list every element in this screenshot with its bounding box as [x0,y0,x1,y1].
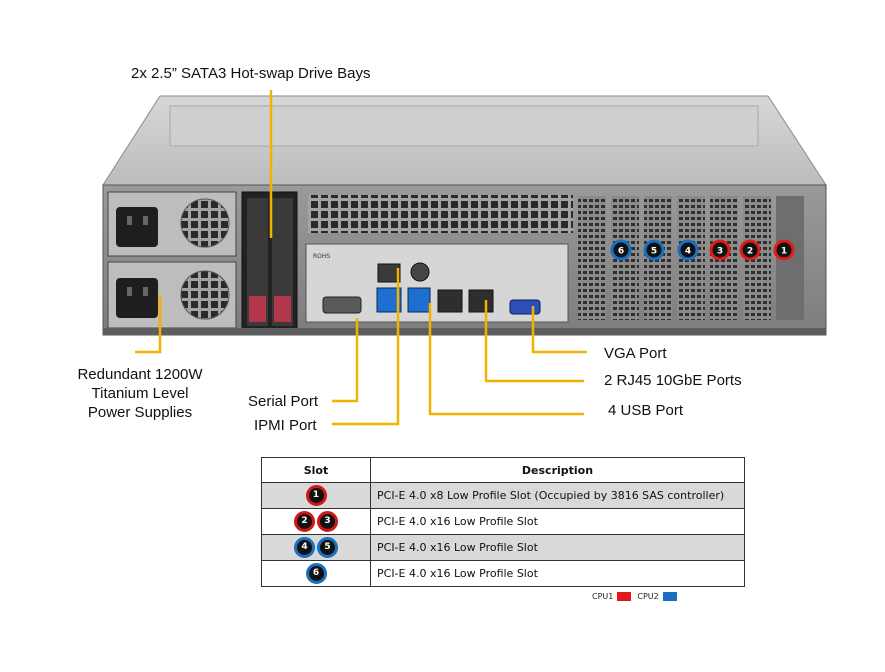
serial-port-callout: Serial Port [248,393,319,410]
cpu-legend: CPU1 CPU2 [592,592,683,601]
chassis-slot-badge-label: 3 [717,247,723,257]
chassis-slot-badge-label: 1 [781,247,787,257]
description-cell: PCI-E 4.0 x16 Low Profile Slot [370,560,745,587]
description-cell: PCI-E 4.0 x16 Low Profile Slot [370,534,745,561]
usb-port-leader [428,303,584,416]
chassis-slot-badge-label: 4 [685,247,691,257]
description-cell: PCI-E 4.0 x16 Low Profile Slot [370,508,745,535]
io-panel: ROHS [305,243,569,323]
chassis-slot-badge-label: 5 [651,247,657,257]
description-cell: PCI-E 4.0 x8 Low Profile Slot (Occupied … [370,482,745,509]
chassis-slot-badges: 6 5 4 3 2 1 [610,239,795,261]
chassis-slot-badge [739,239,761,261]
slot-badge: 1 [305,485,327,506]
chassis-slot-badge [709,239,731,261]
rj45-port-2 [468,289,494,313]
slot-badge: 6 [305,563,327,584]
vent-strip [308,195,573,233]
usb-port-callout: 4 USB Port [608,402,684,419]
slot-cell: 6 [261,560,371,587]
power-supply-leader [135,295,162,354]
drive-bays [241,191,298,331]
chassis-slot-badge [610,239,632,261]
serial-port-leader [332,318,359,403]
chassis-slot-badge [677,239,699,261]
power-supplies-line-3: Power Supplies [87,404,193,421]
chassis-top-lid [169,105,759,147]
rj45-ports-callout: 2 RJ45 10GbE Ports [604,372,742,389]
table-row: 6 PCI-E 4.0 x16 Low Profile Slot [261,560,745,587]
cpu1-legend-label: CPU1 [592,592,614,601]
chassis-slot-badge [773,239,795,261]
slot-cell: 1 [261,482,371,509]
slot-table-header: Slot Description [261,457,745,483]
slot-badge: 2 [294,511,315,532]
chassis-bottom-rail [103,328,826,335]
serial-port-connector [322,296,362,314]
ipmi-port-connector [377,263,401,283]
rohs-text: ROHS [313,253,330,260]
chassis-slot-badge [643,239,665,261]
cpu2-legend-label: CPU2 [637,592,659,601]
power-supplies-line-1: Redundant 1200W [77,366,203,383]
chassis-slot-badge-label: 2 [747,247,753,257]
cpu2-legend-swatch [662,592,677,601]
uid-button [410,262,430,282]
table-row: 1 PCI-E 4.0 x8 Low Profile Slot (Occupie… [261,482,745,509]
ipmi-port-callout: IPMI Port [254,417,317,434]
chassis-slot-badge-label: 6 [618,247,624,257]
power-supply-2 [107,261,237,329]
slot-table: Slot Description 1 PCI-E 4.0 x8 Low Prof… [261,457,745,587]
cpu1-legend-swatch [617,592,632,601]
slot-badge: 5 [317,537,338,558]
rj45-port-1 [437,289,463,313]
power-supply-1 [107,191,237,257]
vga-port-connector [509,299,541,315]
rj45-ports-leader [484,300,584,383]
drive-bays-callout: 2x 2.5” SATA3 Hot-swap Drive Bays [131,65,371,82]
slot-header: Slot [261,457,371,483]
slot-badge: 3 [317,511,338,532]
slot-badge: 4 [294,537,315,558]
power-supplies-line-2: Titanium Level [91,385,189,402]
callout-lines [135,90,587,426]
ipmi-port-leader [332,268,400,426]
vga-port-leader [531,306,587,354]
power-supplies-callout: Redundant 1200W Titanium Level Power Sup… [55,365,225,422]
vga-port-callout: VGA Port [604,345,667,362]
description-header: Description [370,457,745,483]
